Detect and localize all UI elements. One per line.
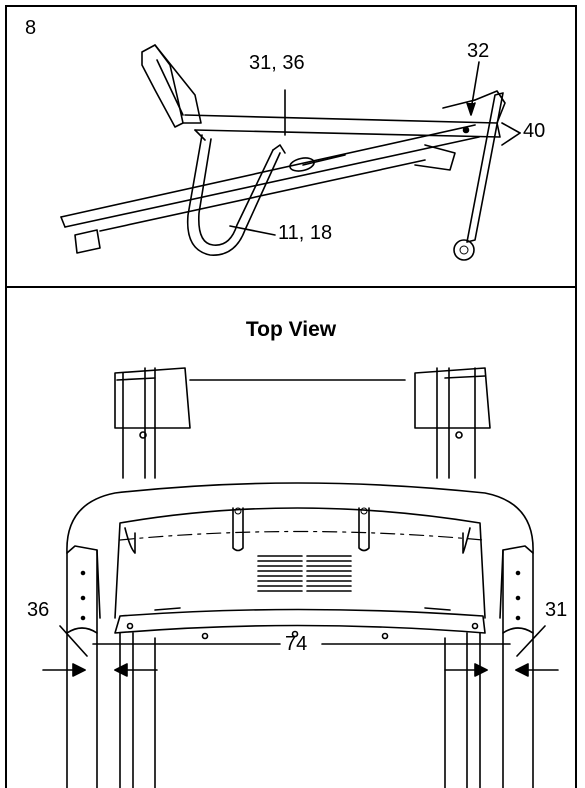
callout-base: 11, 18 xyxy=(278,222,333,244)
callout-uprights: 31, 36 xyxy=(249,52,305,74)
callout-left-upright: 36 xyxy=(27,599,50,621)
top-view-panel: Top View xyxy=(5,288,577,788)
step-number: 8 xyxy=(25,17,37,39)
top-view-title: Top View xyxy=(245,318,337,341)
step-diagram-panel: 8 31, 36 xyxy=(5,5,577,288)
treadmill-top-illustration xyxy=(42,367,559,788)
treadmill-side-illustration xyxy=(60,44,521,261)
callout-hole: 32 xyxy=(467,40,490,62)
panel-divider xyxy=(5,286,577,288)
callout-bolts: 40 xyxy=(523,120,546,142)
callout-right-upright: 31 xyxy=(545,599,568,621)
page-frame xyxy=(5,5,577,788)
callout-spacer: 74 xyxy=(285,633,308,655)
